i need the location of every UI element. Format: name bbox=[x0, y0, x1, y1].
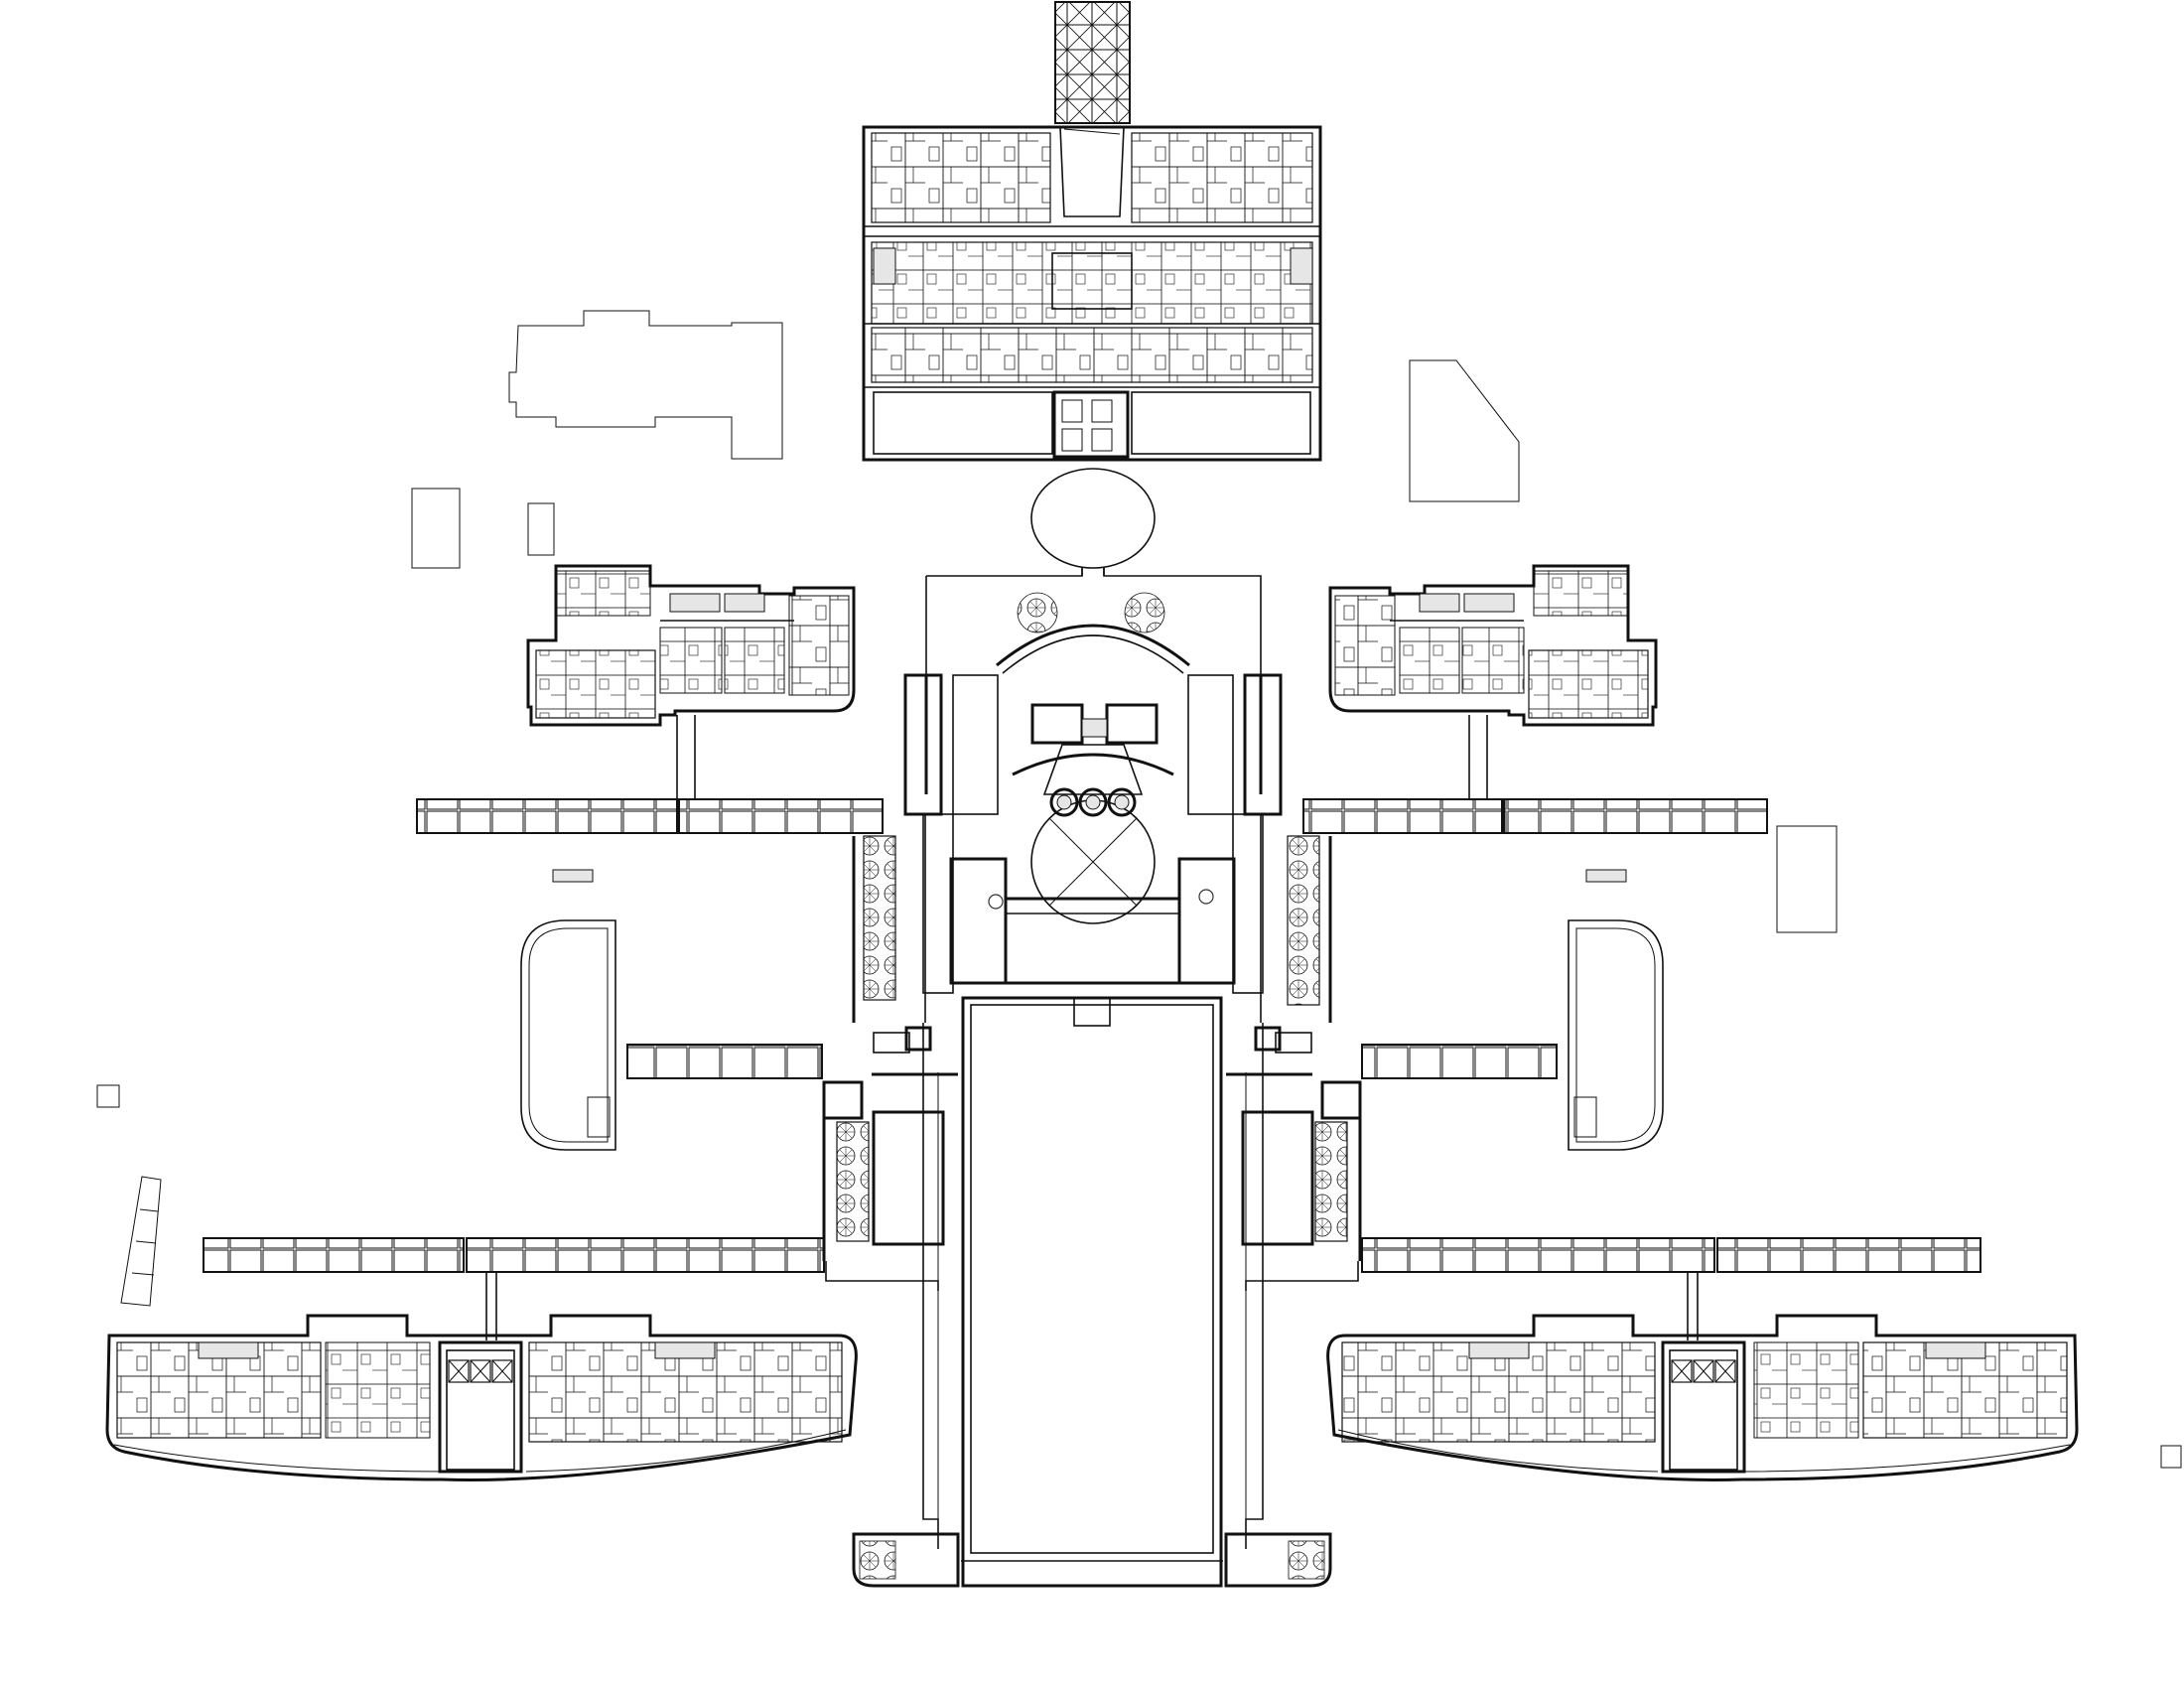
upper-right-wing bbox=[1328, 564, 1658, 727]
central-rotunda bbox=[852, 568, 1332, 1054]
oval-court bbox=[1030, 468, 1156, 576]
lower-left-wing bbox=[105, 1314, 858, 1481]
central-courtyard bbox=[822, 996, 1362, 1588]
corridor-bridges bbox=[203, 715, 1981, 1340]
outbuildings bbox=[96, 310, 2182, 1469]
upper-left-wing bbox=[526, 564, 856, 727]
north-block bbox=[862, 1, 1322, 462]
lower-right-wing bbox=[1326, 1314, 2079, 1481]
walkways bbox=[520, 919, 1664, 1151]
roof-skylight bbox=[1054, 1, 1131, 124]
